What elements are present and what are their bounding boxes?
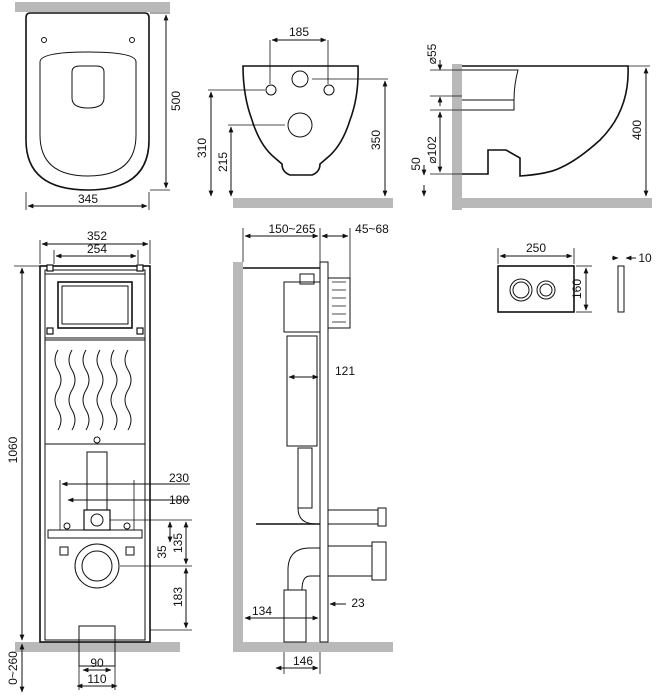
- dim-outlet-height: 215: [216, 152, 230, 172]
- dim-button-depth: 10: [638, 251, 652, 265]
- flush-button-view: 250 160 10: [497, 241, 652, 313]
- dim-pipe-55: ⌀55: [425, 43, 439, 64]
- dim-foot-110: 110: [87, 672, 106, 686]
- dim-side-height: 400: [630, 120, 644, 140]
- dim-offset-50: 50: [409, 157, 423, 171]
- dim-bowl-height: 350: [369, 130, 383, 150]
- dim-flange: 23: [351, 596, 365, 610]
- cistern-wave-pattern: [54, 349, 132, 431]
- dim-frame-width: 352: [87, 229, 107, 243]
- dim-bowl-width: 345: [78, 192, 98, 206]
- dim-bolt-span-180: 180: [169, 493, 189, 507]
- dim-button-width: 250: [526, 241, 546, 255]
- dim-button-height: 160: [570, 279, 584, 299]
- dim-install-depth: 150~265: [268, 222, 315, 236]
- dim-pipe-102: ⌀102: [425, 136, 439, 164]
- dim-bowl-length: 500: [169, 91, 183, 111]
- dim-drain-width: 146: [293, 654, 313, 668]
- dim-wall-depth: 45~68: [355, 222, 389, 236]
- bowl-top-view: 500 345: [15, 2, 183, 210]
- dim-pipe-offset: 134: [252, 604, 272, 618]
- dim-inlet-to-outlet: 135: [171, 533, 185, 553]
- dim-frame-height: 1060: [6, 436, 20, 463]
- bowl-side-view: ⌀55 ⌀102 50 400: [409, 43, 652, 210]
- bowl-front-view: 185 310 215 350: [195, 25, 393, 208]
- dim-frame-inner: 254: [87, 242, 107, 256]
- dim-bolt-span-230: 230: [169, 471, 189, 485]
- dim-foot-90: 90: [90, 656, 104, 670]
- dim-inlet-height: 310: [195, 138, 209, 158]
- frame-side-view: 150~265 45~68 121 134 23 146: [233, 222, 393, 674]
- dim-outlet-height-183: 183: [171, 587, 185, 607]
- dim-cistern-depth: 121: [335, 364, 355, 378]
- dim-leg-adjust: 0~260: [6, 651, 20, 685]
- frame-front-view: 352 254 1060 0~260 230 180 35 135 183 90…: [6, 229, 192, 693]
- dim-inlet-drop: 35: [155, 545, 169, 559]
- dim-fixing-span: 185: [289, 25, 309, 39]
